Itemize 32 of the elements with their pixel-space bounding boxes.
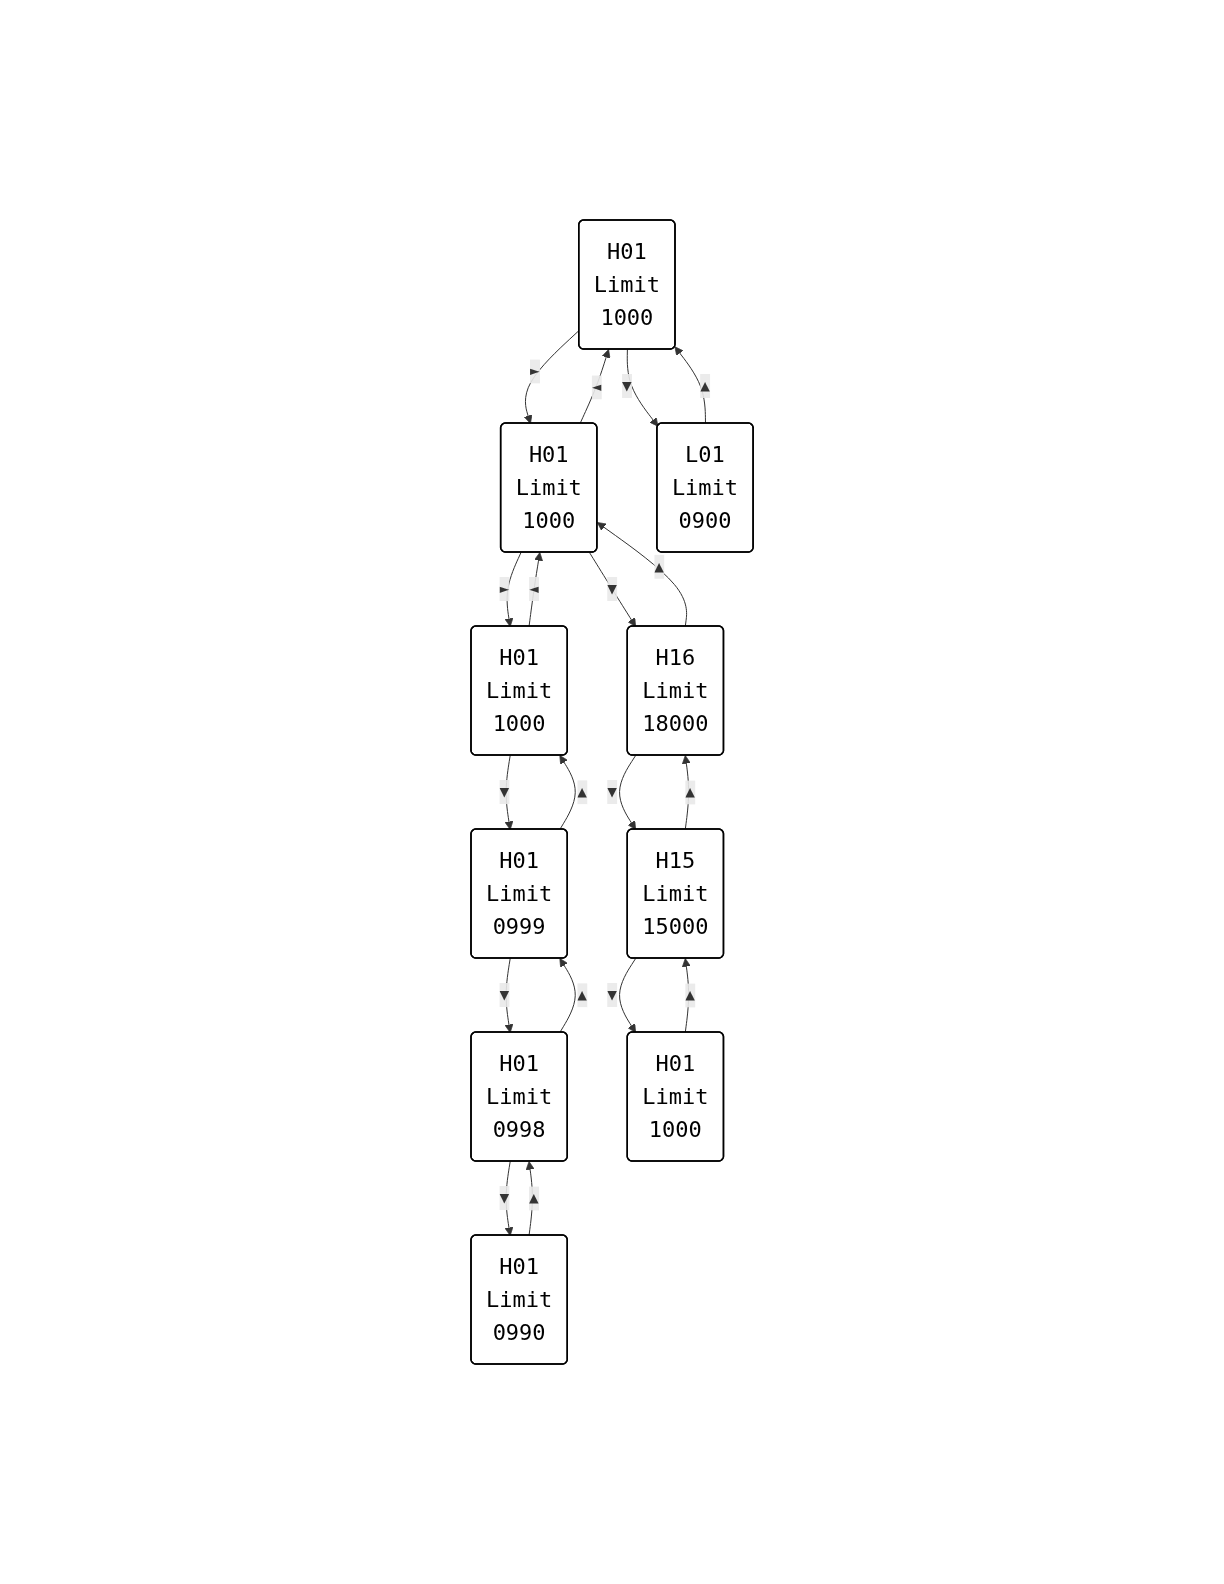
edge-label: ◄: [529, 579, 539, 598]
arrow: [504, 552, 522, 627]
arrow: [588, 552, 636, 627]
edge-label: ▼: [607, 579, 617, 598]
edge-label: ▼: [499, 1188, 510, 1207]
arrow: [579, 349, 611, 424]
edge-label: ▼: [499, 782, 510, 801]
arrow: [504, 755, 514, 830]
edge-label: ▲: [685, 782, 695, 802]
edge-label: ▲: [700, 376, 710, 395]
arrow: [504, 958, 514, 1033]
edge-label: ▼: [499, 985, 510, 1004]
edge-label: ▼: [607, 985, 617, 1004]
arrow: [596, 522, 688, 627]
edge-label: ▲: [685, 985, 695, 1005]
edge-label: ▼: [621, 376, 632, 395]
arrow: [559, 958, 576, 1033]
edge-label: ◄: [591, 377, 602, 397]
edge-label: ▲: [577, 782, 587, 802]
edge-label: ►: [529, 361, 540, 381]
arrow: [559, 755, 576, 830]
edge-label: ▼: [607, 782, 617, 801]
arrow: [619, 755, 637, 830]
arrow: [619, 958, 637, 1033]
arrow: [674, 346, 706, 424]
edge-label: ▲: [577, 985, 587, 1005]
edge-label: ▲: [528, 1188, 539, 1208]
arrow: [504, 1161, 514, 1236]
arrow: [626, 349, 659, 427]
arrow: [528, 552, 543, 627]
edge-label: ▲: [654, 556, 664, 576]
edge-label: ►: [499, 579, 510, 598]
